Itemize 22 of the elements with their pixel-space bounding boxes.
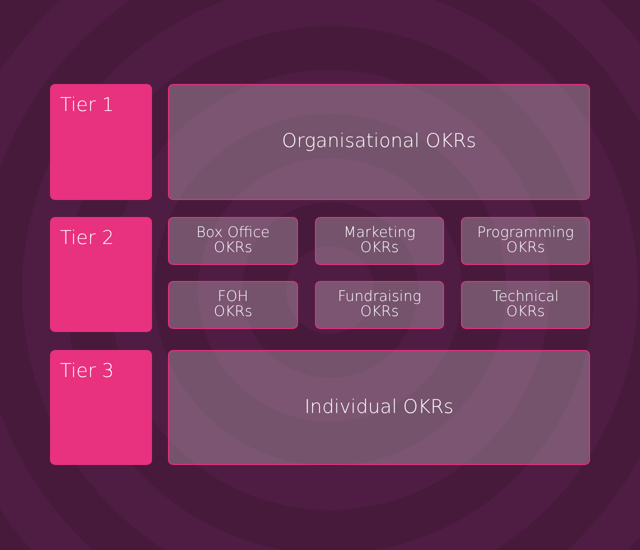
okr-label: Programming OKRs xyxy=(476,226,575,256)
okr-box xyxy=(315,281,444,329)
okr-label: Individual OKRs xyxy=(304,398,454,418)
okr-box xyxy=(168,281,298,329)
tier-box xyxy=(50,217,152,332)
okr-box xyxy=(461,217,590,265)
okr-label: Marketing OKRs xyxy=(342,226,416,256)
okr-label: Technical OKRs xyxy=(491,290,560,320)
okr-label: Fundraising OKRs xyxy=(336,290,422,320)
okr-label: Organisational OKRs xyxy=(282,132,476,152)
tier-label: Tier 1 xyxy=(60,94,114,116)
okr-box xyxy=(315,217,444,265)
okr-box xyxy=(168,217,298,265)
okr-box xyxy=(168,350,590,465)
okr-label: Box Office OKRs xyxy=(195,226,271,256)
tier-box xyxy=(50,350,152,465)
okr-label: FOH OKRs xyxy=(212,290,254,320)
okr-box xyxy=(461,281,590,329)
tier-box xyxy=(50,84,152,200)
tier-label: Tier 3 xyxy=(60,360,114,382)
okr-box xyxy=(168,84,590,200)
tier-label: Tier 2 xyxy=(60,227,114,249)
